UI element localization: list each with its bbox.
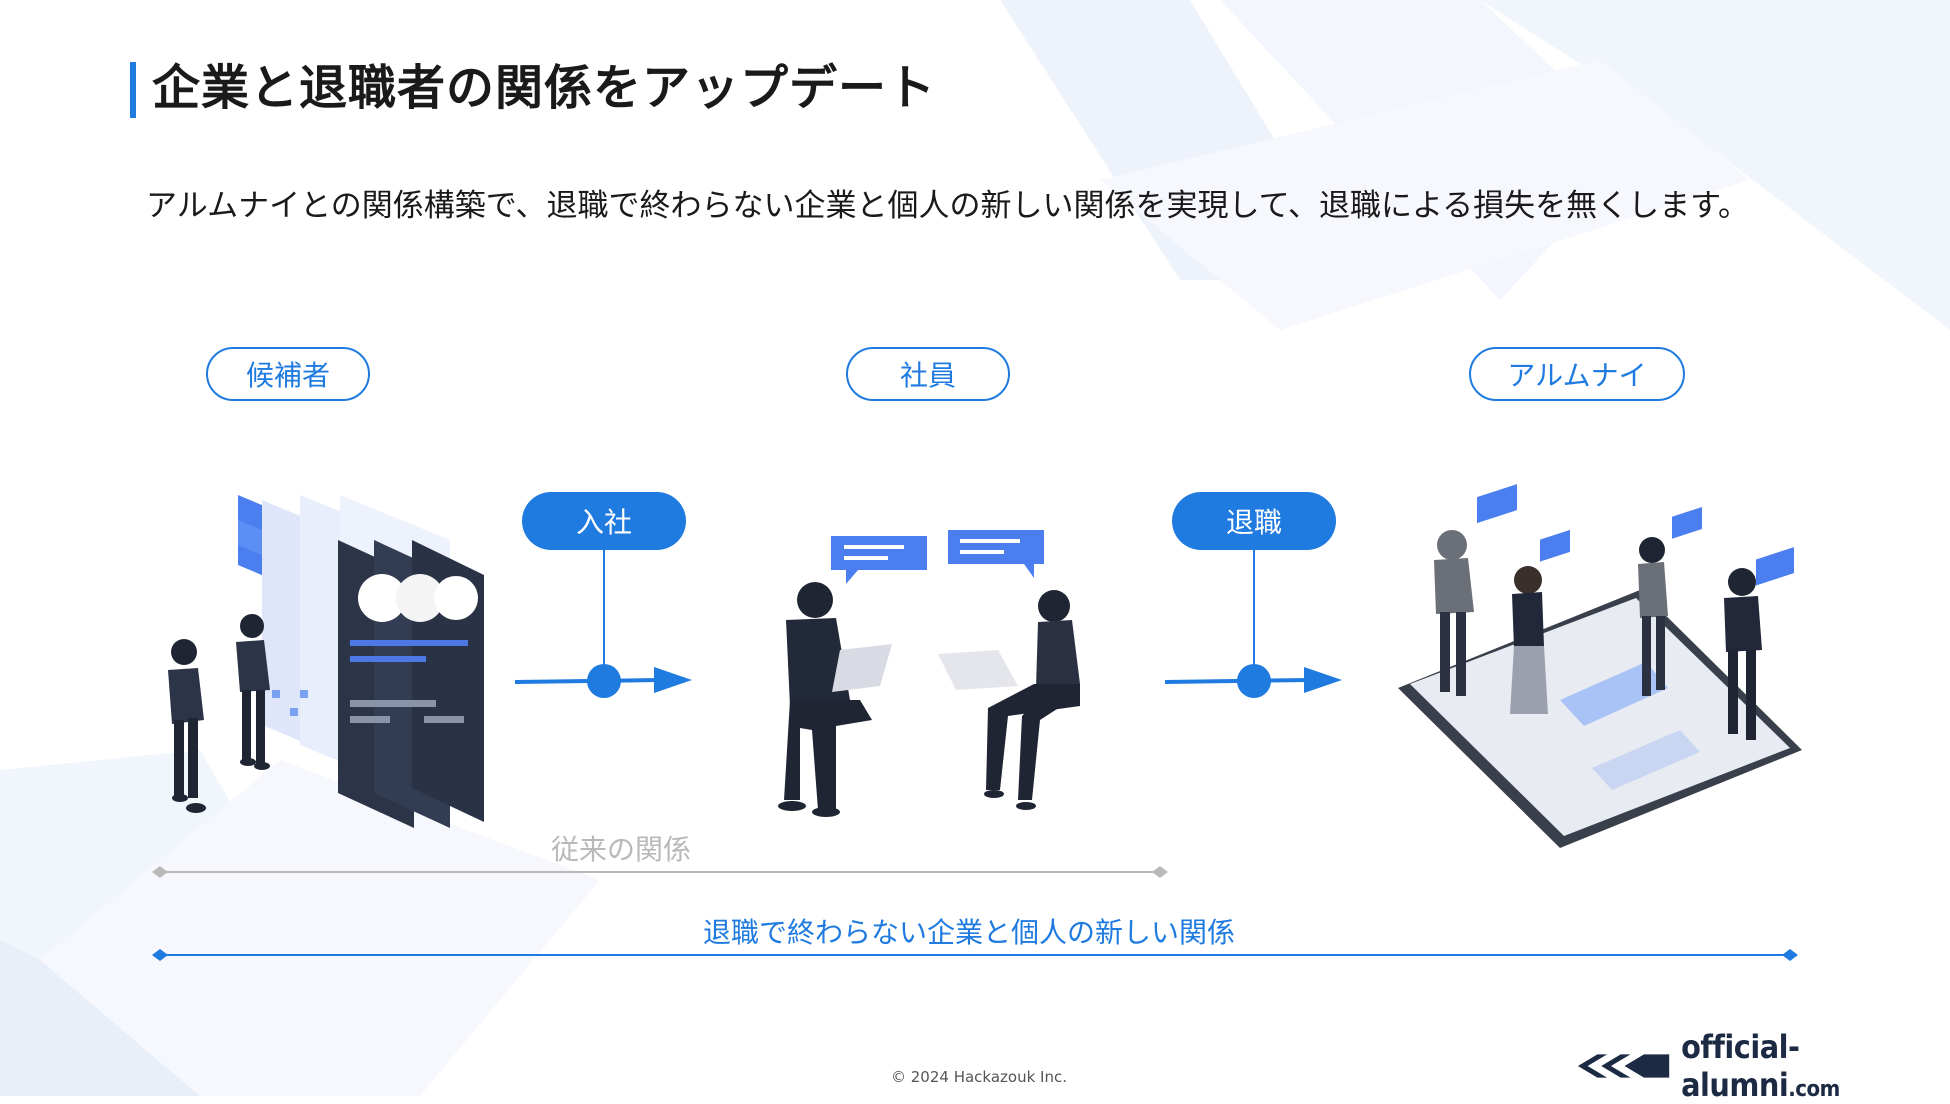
title-accent-bar (130, 62, 136, 118)
alumni-illustration (1398, 484, 1802, 848)
logo-text: official-alumni.com (1681, 1028, 1840, 1104)
join-connector (514, 548, 692, 698)
copyright-text: © 2024 Hackazouk Inc. (891, 1068, 1068, 1086)
leave-label: 退職 (1172, 492, 1336, 550)
stage-alumni-label: アルムナイ (1469, 347, 1685, 401)
stage-candidate-label: 候補者 (206, 347, 370, 401)
traditional-relationship-label: 従来の関係 (551, 833, 692, 866)
candidate-illustration (168, 495, 484, 828)
join-label: 入社 (522, 492, 686, 550)
employee-illustration (778, 530, 1080, 817)
company-logo: official-alumni.com (1576, 1028, 1950, 1104)
new-relationship-label: 退職で終わらない企業と個人の新しい関係 (703, 916, 1236, 949)
leave-connector (1164, 548, 1342, 698)
page-subtitle: アルムナイとの関係構築で、退職で終わらない企業と個人の新しい関係を実現して、退職… (146, 188, 1750, 224)
new-timeline (152, 949, 1798, 961)
chevron-logo-icon (1577, 1054, 1670, 1078)
traditional-timeline (152, 866, 1168, 878)
stage-employee-label: 社員 (846, 347, 1010, 401)
page-title: 企業と退職者の関係をアップデート (152, 60, 937, 116)
